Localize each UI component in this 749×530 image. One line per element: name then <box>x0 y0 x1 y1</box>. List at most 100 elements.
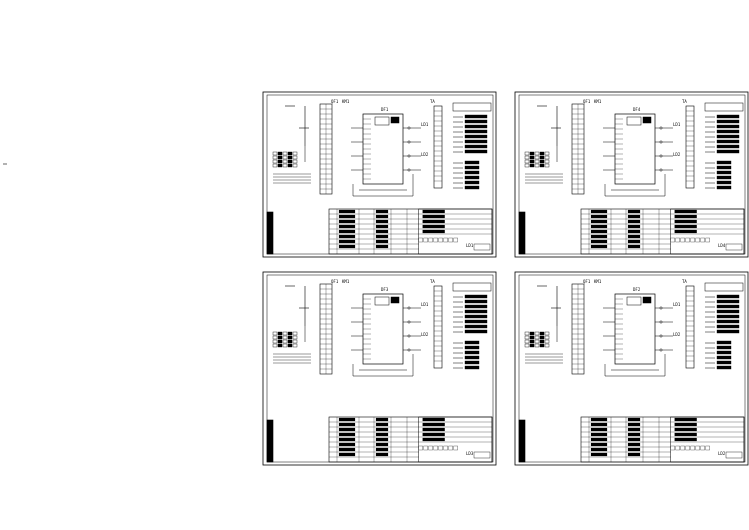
device-entry <box>716 134 740 139</box>
revision-cell <box>705 445 710 451</box>
device-entry <box>716 124 740 129</box>
terminal-cell <box>529 155 535 160</box>
terminal-cell <box>539 331 545 336</box>
revision-cell <box>675 445 680 451</box>
drawing-number-box <box>473 451 491 459</box>
table-cell-text <box>590 417 608 422</box>
terminal-cell <box>292 151 298 156</box>
terminal-cell <box>292 155 298 160</box>
table-cell-text <box>627 422 641 427</box>
contact-circle <box>407 168 411 172</box>
right-terminal-strip <box>685 285 695 369</box>
revision-cell <box>418 445 423 451</box>
device-entry <box>464 144 488 149</box>
terminal-cell <box>529 151 535 156</box>
device-entry <box>716 185 732 190</box>
device-entry <box>464 365 480 370</box>
terminal-cell <box>544 163 550 168</box>
table-cell-text <box>627 452 641 457</box>
table-cell-text <box>627 219 641 224</box>
revision-cell <box>443 445 448 451</box>
table-cell-text <box>627 224 641 229</box>
terminal-cell <box>287 159 293 164</box>
terminal-cell <box>534 159 540 164</box>
revision-cell <box>705 237 710 243</box>
terminal-cell <box>539 343 545 348</box>
table-cell-text <box>338 219 356 224</box>
contact-circle <box>659 348 663 352</box>
load-label-1: LD1 <box>421 302 429 307</box>
load-label-2: LD2 <box>421 332 429 337</box>
contactor-label: KM1 <box>342 279 350 284</box>
device-entry <box>716 294 740 299</box>
revision-cell <box>680 237 685 243</box>
terminal-cell <box>539 163 545 168</box>
device-entry <box>464 149 488 154</box>
contact-circle <box>659 320 663 324</box>
controller-module <box>374 296 390 306</box>
contact-circle <box>659 154 663 158</box>
title-cell-text <box>422 432 445 437</box>
title-block <box>418 208 493 255</box>
controller-label: DF4 <box>633 107 641 112</box>
table-cell-text <box>338 422 356 427</box>
revision-cell <box>685 237 690 243</box>
contact-circle <box>659 168 663 172</box>
title-cell-text <box>422 219 445 224</box>
revision-cell <box>695 445 700 451</box>
device-entry <box>464 114 488 119</box>
terminal-cell <box>534 339 540 344</box>
revision-cell <box>433 237 438 243</box>
title-cell-text <box>674 209 697 214</box>
device-entry <box>464 345 480 350</box>
terminal-cell <box>524 151 530 156</box>
device-list-header <box>704 282 744 292</box>
terminal-cell <box>529 343 535 348</box>
revision-cell <box>428 237 433 243</box>
transformer-label: TA <box>430 99 435 104</box>
table-cell-text <box>375 239 389 244</box>
table-cell-text <box>338 209 356 214</box>
table-cell-text <box>375 224 389 229</box>
controller-led <box>390 296 400 304</box>
contactor-label: KM1 <box>342 99 350 104</box>
table-cell-text <box>590 229 608 234</box>
revision-cell <box>423 445 428 451</box>
title-cell-text <box>674 219 697 224</box>
terminal-cell <box>544 343 550 348</box>
table-cell-text <box>338 224 356 229</box>
contact-circle <box>659 306 663 310</box>
load-label-2: LD2 <box>673 152 681 157</box>
device-entry <box>716 365 732 370</box>
table-cell-text <box>590 244 608 249</box>
table-cell-text <box>375 437 389 442</box>
load-label-2: LD2 <box>421 152 429 157</box>
title-cell-text <box>422 422 445 427</box>
drawing-number: LD1 <box>466 243 474 248</box>
revision-cell <box>453 445 458 451</box>
device-entry <box>464 124 488 129</box>
terminal-cell <box>272 339 278 344</box>
terminal-cell <box>277 335 283 340</box>
device-entry <box>464 139 488 144</box>
load-label-1: LD1 <box>673 122 681 127</box>
device-entry <box>716 165 732 170</box>
terminal-cell <box>292 339 298 344</box>
device-entry <box>464 309 488 314</box>
table-cell-text <box>590 437 608 442</box>
title-cell-text <box>422 417 445 422</box>
revision-cell <box>438 445 443 451</box>
title-cell-text <box>674 224 697 229</box>
sheet-outer-border <box>514 91 749 258</box>
table-cell-text <box>590 432 608 437</box>
device-entry <box>464 299 488 304</box>
device-entry <box>464 160 480 165</box>
device-entry <box>716 355 732 360</box>
terminal-cell <box>272 343 278 348</box>
revision-cell <box>680 445 685 451</box>
controller-module <box>626 116 642 126</box>
terminal-cell <box>292 335 298 340</box>
